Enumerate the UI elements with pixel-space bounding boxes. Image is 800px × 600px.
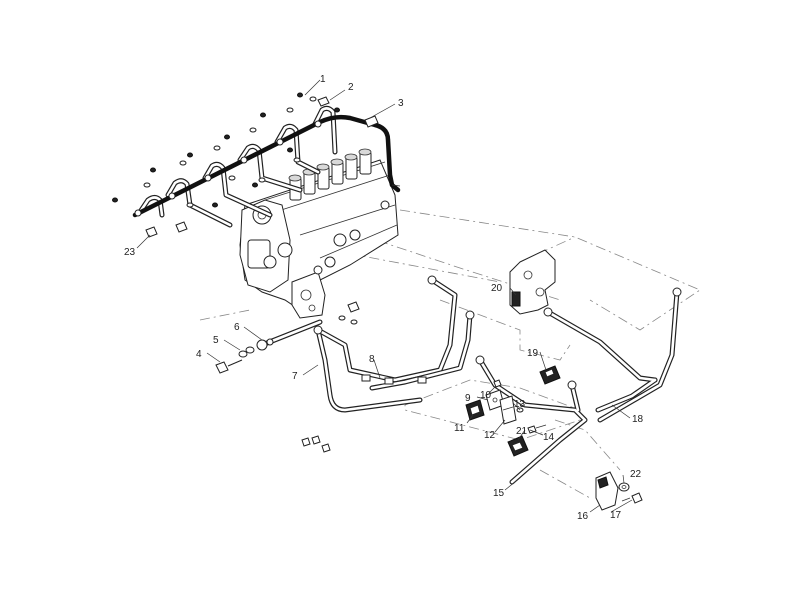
callout-8: 8	[369, 354, 375, 365]
washer-5	[238, 346, 255, 358]
callout-2: 2	[348, 82, 354, 93]
callout-leaders	[136, 79, 633, 513]
short-fuel-tube-6	[256, 319, 323, 351]
delivery-valves	[288, 148, 372, 201]
callout-7: 7	[292, 371, 298, 382]
callout-4: 4	[196, 349, 202, 360]
callout-6: 6	[234, 322, 240, 333]
clamp-21	[507, 435, 529, 457]
callout-11: 11	[454, 423, 465, 434]
fuel-line-7	[313, 275, 458, 413]
clamp-19	[539, 365, 561, 385]
callout-20: 20	[491, 283, 503, 294]
bolt-17	[621, 492, 643, 504]
callout-18: 18	[632, 414, 644, 425]
bolt-4	[215, 359, 243, 374]
bolt-10	[493, 379, 502, 388]
fuel-line-15	[475, 355, 588, 485]
callout-16: 16	[577, 511, 589, 522]
callout-12: 12	[484, 430, 496, 441]
fuel-line-18	[543, 287, 682, 423]
injection-lines	[137, 105, 338, 228]
callout-9: 9	[465, 393, 471, 404]
fuel-line-8	[361, 310, 475, 391]
callout-21: 21	[516, 426, 528, 437]
callout-23: 23	[124, 247, 136, 258]
bracket-12	[499, 395, 517, 425]
callout-13: 13	[514, 399, 526, 410]
leak-off-line	[132, 114, 401, 218]
bracket-16	[595, 471, 619, 511]
callout-15: 15	[493, 488, 505, 499]
bushing-22	[618, 482, 630, 492]
callout-22: 22	[630, 469, 642, 480]
callout-1: 1	[320, 74, 326, 85]
banjo-bolts	[145, 96, 379, 238]
callout-17: 17	[610, 510, 622, 521]
callout-3: 3	[398, 98, 404, 109]
bracket-20	[509, 249, 556, 315]
clamp-11	[465, 399, 485, 421]
callout-labels: 1 2 3 4 5 6 7 8 9 10 11 12 13 14 15 16 1…	[124, 74, 644, 522]
callout-5: 5	[213, 335, 219, 346]
injection-pump	[239, 148, 399, 319]
leak-off-fittings	[112, 92, 340, 217]
callout-14: 14	[543, 432, 555, 443]
mounting-bolts	[301, 301, 360, 453]
callout-10: 10	[480, 390, 492, 401]
callout-19: 19	[527, 348, 539, 359]
